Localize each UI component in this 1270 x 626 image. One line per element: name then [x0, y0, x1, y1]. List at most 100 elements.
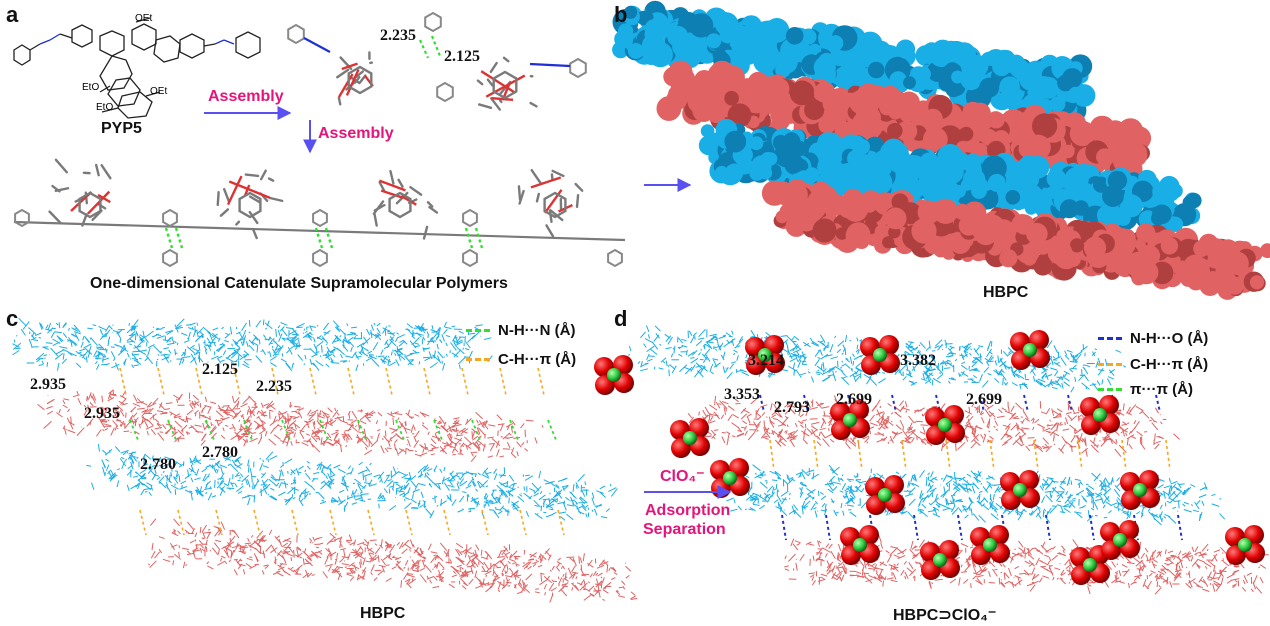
wire-bond — [469, 559, 476, 564]
wire-bond — [315, 360, 324, 367]
wire-bond — [466, 565, 473, 568]
atom-sphere — [920, 152, 937, 169]
atom-sphere — [1064, 167, 1089, 192]
wire-bond — [226, 487, 235, 489]
atom-sphere — [689, 34, 708, 54]
wire-bond — [157, 432, 165, 441]
wire-bond — [221, 452, 229, 459]
atom-sphere — [1026, 155, 1050, 179]
wire-bond — [201, 537, 205, 540]
wire-bond — [329, 349, 336, 354]
atom-sphere — [897, 172, 916, 191]
wire-bond — [65, 428, 68, 431]
wire-bond — [443, 321, 447, 328]
wire-bond — [537, 564, 543, 568]
wire-bond — [240, 341, 244, 346]
wire-bond — [587, 507, 590, 510]
atom-sphere — [891, 193, 909, 211]
wire-bond — [124, 458, 128, 463]
wire-bond — [306, 433, 310, 436]
wire-bond — [392, 466, 397, 474]
wire-bond — [307, 333, 313, 338]
wire-bond — [412, 490, 416, 494]
wire-bond — [294, 405, 301, 408]
wire-bond — [248, 395, 256, 403]
wire-bond — [523, 561, 532, 570]
wire-bond — [114, 407, 119, 411]
bond — [226, 175, 243, 206]
wire-bond — [944, 367, 951, 369]
wire-bond — [434, 433, 440, 442]
wire-bond — [1054, 370, 1059, 377]
wire-bond — [256, 410, 260, 415]
wire-bond — [226, 352, 234, 360]
wire-bond — [146, 401, 153, 408]
wire-bond — [304, 469, 307, 473]
wire-bond — [382, 494, 386, 502]
wire-bond — [331, 362, 340, 364]
wire-bond — [90, 337, 98, 346]
wire-bond — [222, 427, 225, 432]
wire-bond — [236, 410, 242, 416]
wire-bond — [311, 443, 321, 453]
wire-bond — [246, 438, 249, 443]
wire-bond — [336, 416, 342, 421]
wire-bond — [320, 437, 323, 445]
wire-bond — [210, 401, 217, 405]
atom-sphere — [1193, 240, 1210, 257]
wire-bond — [556, 561, 562, 565]
wire-bond — [365, 356, 373, 362]
wire-bond — [108, 472, 116, 480]
wire-bond — [75, 362, 82, 368]
wire-bond — [538, 555, 541, 560]
wire-bond — [47, 322, 52, 331]
wire-bond — [520, 423, 525, 429]
ring — [462, 208, 478, 228]
wire-bond — [336, 566, 344, 569]
wire-bond — [370, 564, 375, 572]
atom-sphere — [735, 153, 749, 166]
wire-bond — [455, 474, 460, 478]
wire-bond — [376, 327, 381, 334]
wire-bond — [107, 397, 115, 402]
wire-bond — [571, 587, 574, 591]
wire-bond — [247, 464, 250, 473]
wire-bond — [344, 566, 348, 568]
wire-bond — [474, 566, 476, 569]
wire-bond — [330, 419, 337, 425]
wire-bond — [312, 421, 316, 430]
wire-bond — [511, 503, 515, 506]
bond — [551, 169, 565, 178]
wire-bond — [501, 489, 509, 498]
wire-bond — [479, 480, 489, 489]
wire-bond — [328, 467, 335, 476]
wire-bond — [464, 550, 468, 558]
wire-bond — [130, 484, 137, 490]
wire-bond — [557, 557, 562, 561]
wire-bond — [369, 462, 372, 466]
wire-bond — [149, 560, 157, 568]
wire-bond — [138, 423, 141, 429]
wire-bond — [409, 475, 417, 481]
wire-bond — [517, 583, 526, 592]
wire-bond — [410, 498, 417, 504]
wire-bond — [318, 422, 324, 427]
atom-sphere — [839, 202, 855, 219]
wire-bond — [429, 510, 435, 519]
wire-bond — [176, 398, 179, 404]
wire-bond — [40, 323, 44, 329]
wire-bond — [359, 491, 363, 494]
wire-bond — [260, 409, 265, 416]
wire-bond — [153, 345, 162, 354]
wire-bond — [156, 327, 161, 330]
wire-bond — [242, 396, 251, 405]
bond — [409, 185, 423, 196]
wire-bond — [551, 483, 560, 489]
wire-bond — [265, 327, 268, 330]
wire-bond — [216, 419, 220, 427]
wire-bond — [66, 408, 71, 413]
wire-bond — [336, 552, 339, 558]
wire-bond — [325, 349, 330, 356]
wire-bond — [279, 469, 281, 473]
wire-bond — [428, 483, 433, 488]
